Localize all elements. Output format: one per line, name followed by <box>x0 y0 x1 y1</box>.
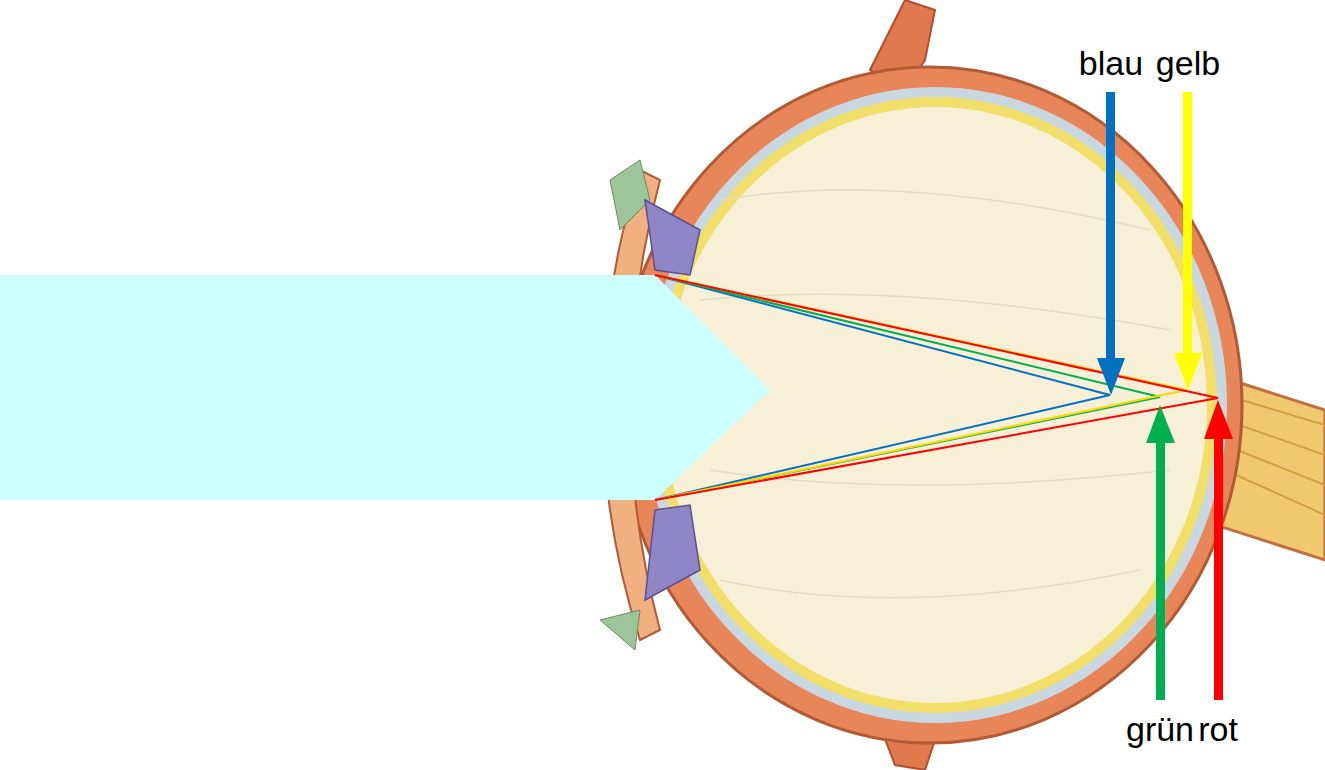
light-beam <box>0 275 770 500</box>
color-label: blau <box>1079 46 1143 80</box>
ciliary-body <box>645 505 700 600</box>
color-label: rot <box>1198 712 1238 746</box>
pointer-arrows <box>1097 92 1233 700</box>
light-rays <box>655 275 1218 500</box>
ciliary-body <box>645 200 700 275</box>
color-label: grün <box>1126 712 1194 746</box>
color-label: gelb <box>1156 46 1220 80</box>
